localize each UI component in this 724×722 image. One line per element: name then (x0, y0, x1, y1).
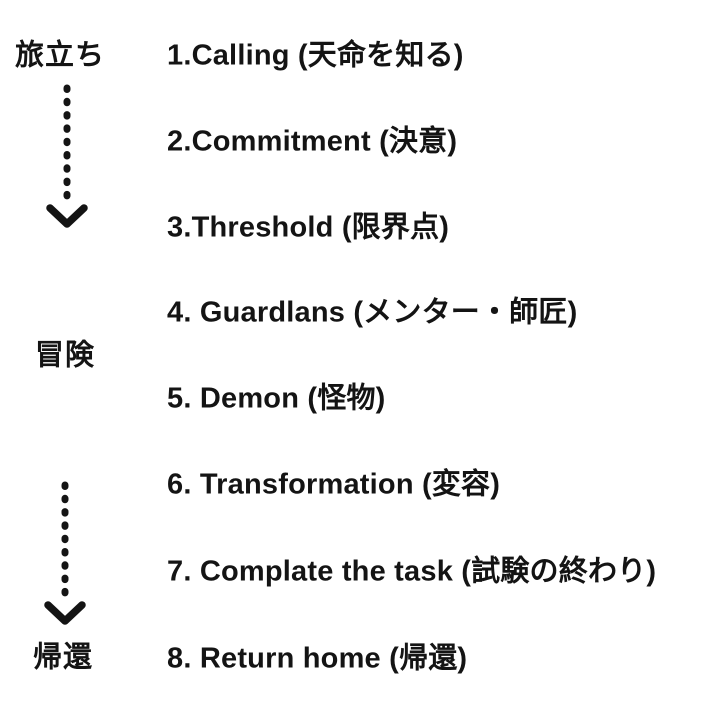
phase-label-departure: 旅立ち (15, 39, 106, 72)
step-item-threshold: 3.Threshold (限界点) (167, 211, 450, 244)
dotted-down-arrow-icon (44, 481, 86, 625)
phase-label-return: 帰還 (33, 641, 94, 674)
phase-label-adventure: 冒険 (35, 339, 96, 372)
step-item-commitment: 2.Commitment (決意) (167, 125, 458, 158)
step-item-transformation: 6. Transformation (変容) (167, 468, 501, 501)
step-item-return-home: 8. Return home (帰還) (167, 642, 468, 675)
step-item-guardians: 4. Guardlans (メンター・師匠) (167, 296, 578, 329)
step-item-complete-task: 7. Complate the task (試験の終わり) (167, 555, 657, 588)
step-item-demon: 5. Demon (怪物) (167, 382, 386, 415)
dotted-down-arrow-icon (46, 84, 88, 228)
step-item-calling: 1.Calling (天命を知る) (167, 39, 464, 72)
